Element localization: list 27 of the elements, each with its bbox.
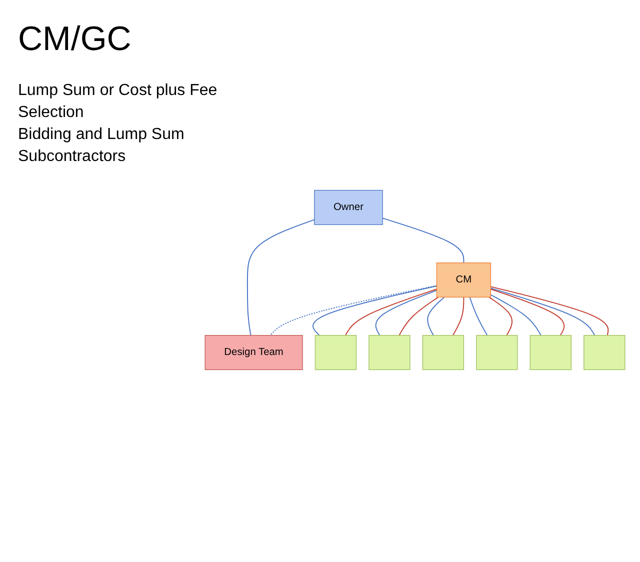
connector bbox=[398, 296, 439, 336]
connector bbox=[246, 219, 315, 336]
connector bbox=[312, 286, 438, 336]
connector bbox=[270, 285, 438, 336]
node-box bbox=[476, 335, 518, 370]
node-box bbox=[422, 335, 464, 370]
connector bbox=[427, 296, 445, 336]
connector bbox=[452, 296, 464, 336]
node-box: Design Team bbox=[204, 335, 303, 370]
node-box bbox=[314, 335, 357, 370]
connector bbox=[382, 218, 464, 264]
note-text: Lump Sum or Cost plus Fee bbox=[18, 81, 218, 101]
connector bbox=[344, 288, 438, 336]
note-text: Subcontractors bbox=[18, 147, 126, 167]
connector bbox=[375, 290, 438, 336]
node-box bbox=[584, 335, 626, 370]
connector bbox=[490, 294, 542, 336]
connector bbox=[469, 296, 488, 336]
connector bbox=[490, 288, 565, 336]
node-box bbox=[530, 335, 572, 370]
connector bbox=[488, 296, 512, 336]
node-box: CM bbox=[436, 262, 492, 298]
note-text: Selection bbox=[18, 103, 84, 123]
note-text: Bidding and Lump Sum bbox=[18, 125, 184, 145]
node-box bbox=[368, 335, 410, 370]
diagram-title: CM/GC bbox=[18, 20, 132, 59]
node-box: Owner bbox=[314, 190, 383, 225]
